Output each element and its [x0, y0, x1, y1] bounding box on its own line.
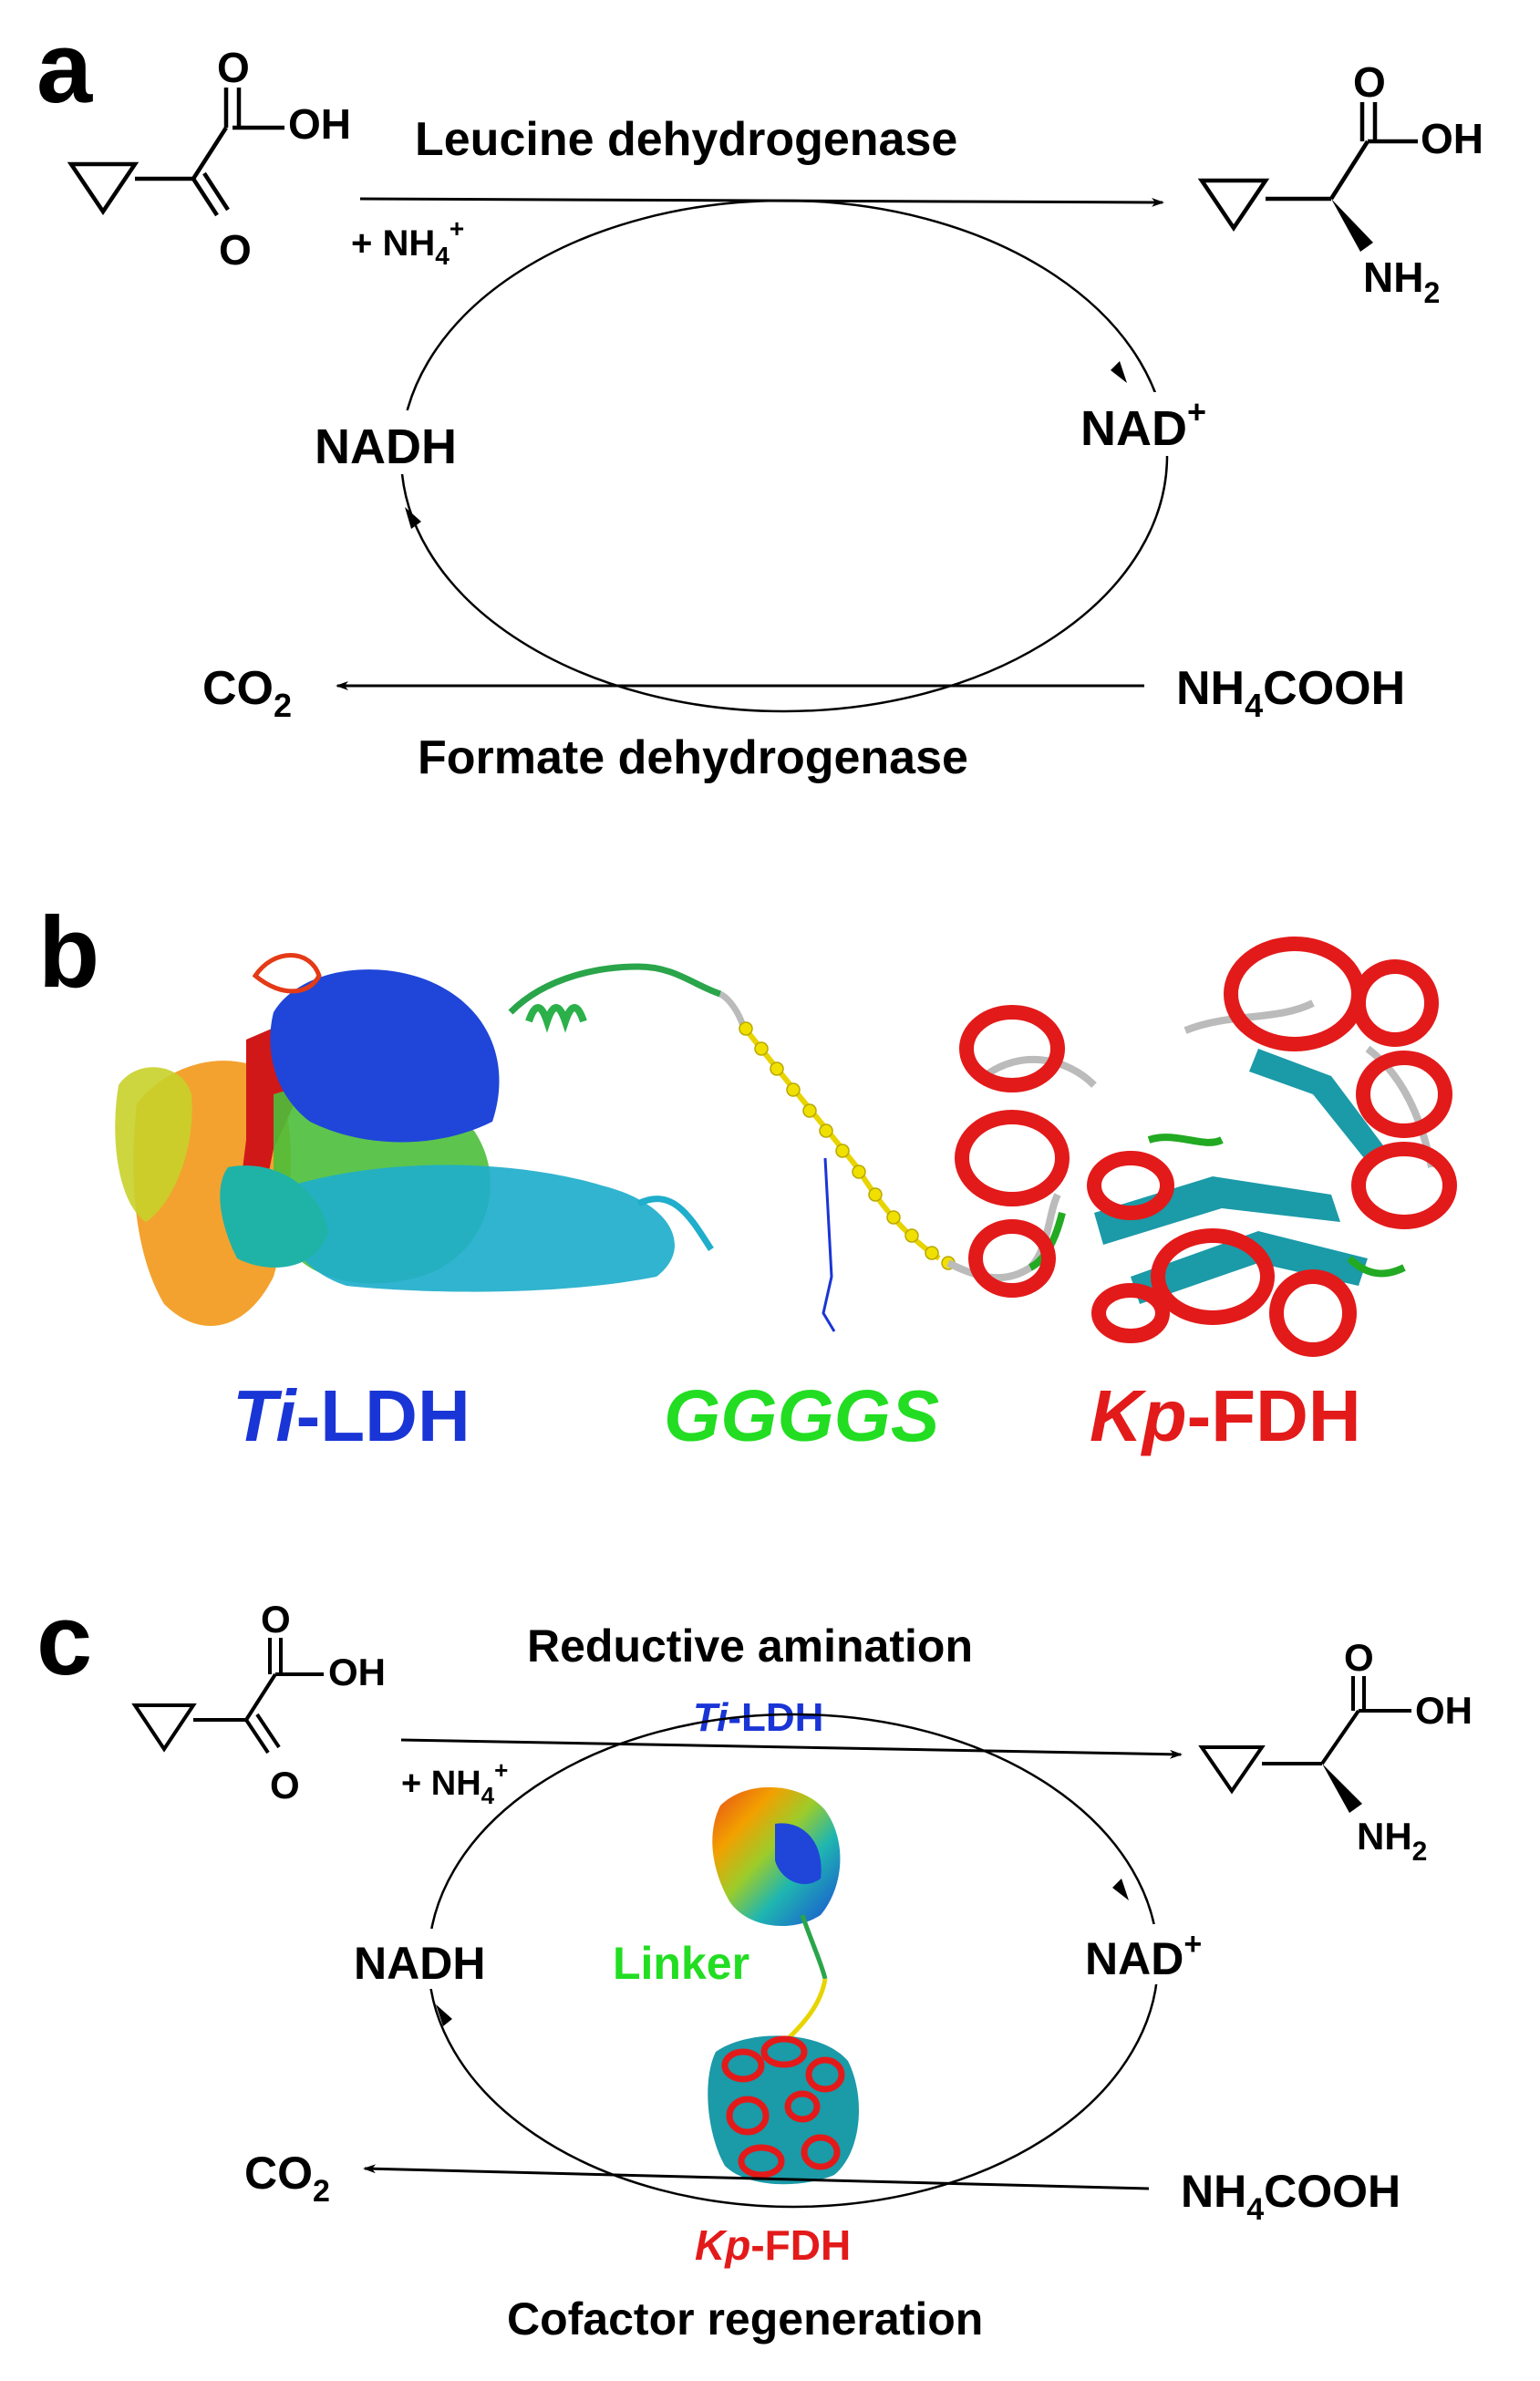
- panel-c-cycle-arrowhead-left: [436, 2004, 452, 2026]
- fdh-sheet-3: [1249, 1049, 1386, 1163]
- panel-b: b: [38, 896, 1457, 1456]
- panel-a: a O OH O Leucine dehydrogenase + NH4+: [36, 12, 1483, 784]
- panel-c-product-structure: [1198, 1676, 1411, 1795]
- panel-c-linker-label: Linker: [613, 1938, 749, 1989]
- ldh-helix-coil: [525, 1004, 587, 1033]
- linker-label: GGGGS: [664, 1375, 939, 1456]
- panel-c-nad: NAD+: [1085, 1927, 1202, 1984]
- panel-a-letter: a: [36, 12, 93, 124]
- panel-a-product-amine: NH2: [1363, 254, 1440, 309]
- ldh-green-tail: [508, 963, 722, 1015]
- fdh-sheet-2: [1131, 1231, 1368, 1304]
- panel-a-cycle-arrowhead-right: [1111, 361, 1127, 383]
- ldh-domain-yellow: [115, 1067, 192, 1222]
- panel-c-product-oh: OH: [1415, 1689, 1473, 1732]
- panel-c-ammonium: + NH4+: [401, 1756, 508, 1809]
- panel-a-substrate-keto-o: O: [219, 226, 252, 274]
- fdh-helices: [955, 937, 1457, 1357]
- panel-a-enzyme2-label: Formate dehydrogenase: [418, 731, 968, 784]
- panel-a-ammonium: + NH4+: [351, 214, 464, 270]
- fusion-linker: [782, 1978, 828, 2045]
- panel-a-formate: NH4COOH: [1176, 662, 1405, 724]
- panel-a-cofactor-cycle: [399, 199, 1169, 713]
- fusion-ldh-tail: [800, 1914, 828, 1980]
- ldh-domain-cyan: [284, 1165, 675, 1292]
- panel-c-bottom-label: Cofactor regeneration: [507, 2293, 983, 2345]
- fdh-green-coil: [1147, 1134, 1406, 1278]
- fusion-protein-structure: [708, 1786, 859, 2185]
- panel-c-ldh-label: Ti-LDH: [693, 1695, 823, 1740]
- panel-c-letter: c: [36, 1584, 92, 1696]
- ldh-label: Ti-LDH: [233, 1375, 470, 1456]
- panel-a-cycle-arrowhead-left: [405, 507, 421, 529]
- panel-a-substrate-structure: [67, 88, 284, 217]
- linker-chain: [740, 1024, 941, 1261]
- panel-a-product-structure: [1197, 102, 1418, 233]
- panel-c-nadh: NADH: [354, 1938, 485, 1989]
- panel-c-formate: NH4COOH: [1181, 2166, 1400, 2227]
- ldh-domain-blue-top: [270, 969, 500, 1143]
- panel-c-nadh-bg: [346, 1929, 529, 1989]
- panel-c-product-wedge: [1322, 1764, 1362, 1813]
- panel-c-substrate-keto-o: O: [270, 1764, 300, 1806]
- panel-a-product-acid-o: O: [1353, 58, 1386, 106]
- linker-grey-start: [718, 990, 747, 1028]
- fusion-fdh-domain: [708, 2035, 859, 2185]
- fdh-structure: [955, 937, 1457, 1357]
- panel-c: c O OH O Reductive amination Ti-LDH + NH…: [36, 1584, 1473, 2345]
- panel-a-nad: NAD+: [1080, 393, 1206, 456]
- ldh-red-loop: [252, 953, 322, 994]
- panel-c-substrate-structure: [131, 1638, 324, 1755]
- panel-c-nad-bg: [1076, 1924, 1258, 1984]
- panel-a-substrate-acid-o: O: [217, 44, 250, 91]
- panel-a-product-oh: OH: [1421, 115, 1483, 162]
- panel-c-cycle-arrowhead-right: [1112, 1879, 1129, 1900]
- ldh-structure: [115, 953, 722, 1326]
- panel-c-top-arrow: [400, 1738, 1183, 1759]
- panel-c-bottom-arrow: [363, 2164, 1150, 2190]
- fusion-fdh-helices: [721, 2035, 845, 2179]
- panel-c-fdh-label: Kp-FDH: [695, 2221, 851, 2269]
- panel-c-product-acid-o: O: [1344, 1636, 1374, 1679]
- fusion-ldh-blue: [775, 1823, 822, 1885]
- panel-c-substrate-acid-o: O: [261, 1598, 291, 1641]
- panel-c-product-amine: NH2: [1357, 1815, 1427, 1867]
- fdh-sheet-1: [1094, 1176, 1340, 1245]
- panel-a-co2: CO2: [202, 662, 292, 724]
- panel-c-co2: CO2: [244, 2148, 330, 2209]
- linker-beads: [739, 1021, 956, 1270]
- panel-c-substrate-oh: OH: [328, 1651, 386, 1693]
- panel-a-product-wedge: [1331, 199, 1373, 252]
- panel-a-substrate-oh: OH: [288, 100, 351, 148]
- linker-structure: [718, 990, 1066, 1332]
- ldh-cyan-tail: [636, 1196, 714, 1251]
- panel-c-top-label: Reductive amination: [527, 1620, 973, 1672]
- panel-a-nadh-bg: [305, 410, 497, 474]
- panel-a-nad-bg: [1076, 392, 1258, 456]
- panel-b-letter: b: [38, 896, 99, 1009]
- linker-blue-artifact: [822, 1157, 836, 1332]
- ldh-domain-teal: [220, 1165, 328, 1268]
- fdh-label: Kp-FDH: [1090, 1375, 1361, 1456]
- panel-a-nadh: NADH: [315, 419, 457, 474]
- panel-a-enzyme-label: Leucine dehydrogenase: [415, 113, 957, 166]
